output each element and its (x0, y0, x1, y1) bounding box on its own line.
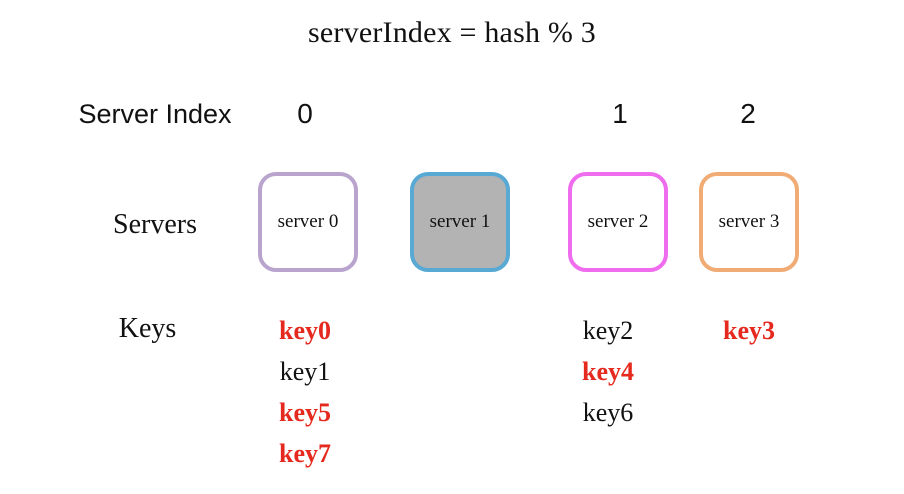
key-item: key2 (582, 316, 634, 345)
server-box-label: server 2 (587, 211, 649, 232)
server-box-server-3[interactable]: server 3 (699, 172, 799, 272)
row-label-server-index: Server Index (78, 99, 232, 129)
key-item: key1 (279, 357, 331, 386)
server-index-value-0: 0 (297, 98, 313, 129)
row-label-keys: Keys (118, 313, 177, 344)
key-item: key4 (582, 357, 634, 386)
key-item: key5 (279, 398, 331, 427)
page-title: serverIndex = hash % 3 (308, 16, 596, 49)
server-box-label: server 3 (718, 211, 780, 232)
server-box-label: server 0 (277, 211, 339, 232)
key-item: key0 (279, 316, 331, 345)
server-index-value-2: 2 (740, 98, 756, 129)
server-box-label: server 1 (429, 211, 491, 232)
key-column-index-0: key0 key1 key5 key7 (220, 310, 390, 474)
key-column-index-2: key3 (664, 310, 834, 351)
key-column-index-1: key2 key4 key6 (523, 310, 693, 433)
server-box-server-1[interactable]: server 1 (410, 172, 510, 272)
server-box-server-0[interactable]: server 0 (258, 172, 358, 272)
server-box-server-2[interactable]: server 2 (568, 172, 668, 272)
key-item: key3 (723, 316, 775, 345)
server-index-value-1: 1 (612, 98, 628, 129)
key-item: key6 (582, 398, 634, 427)
key-item: key7 (279, 439, 331, 468)
row-label-servers: Servers (113, 209, 197, 240)
